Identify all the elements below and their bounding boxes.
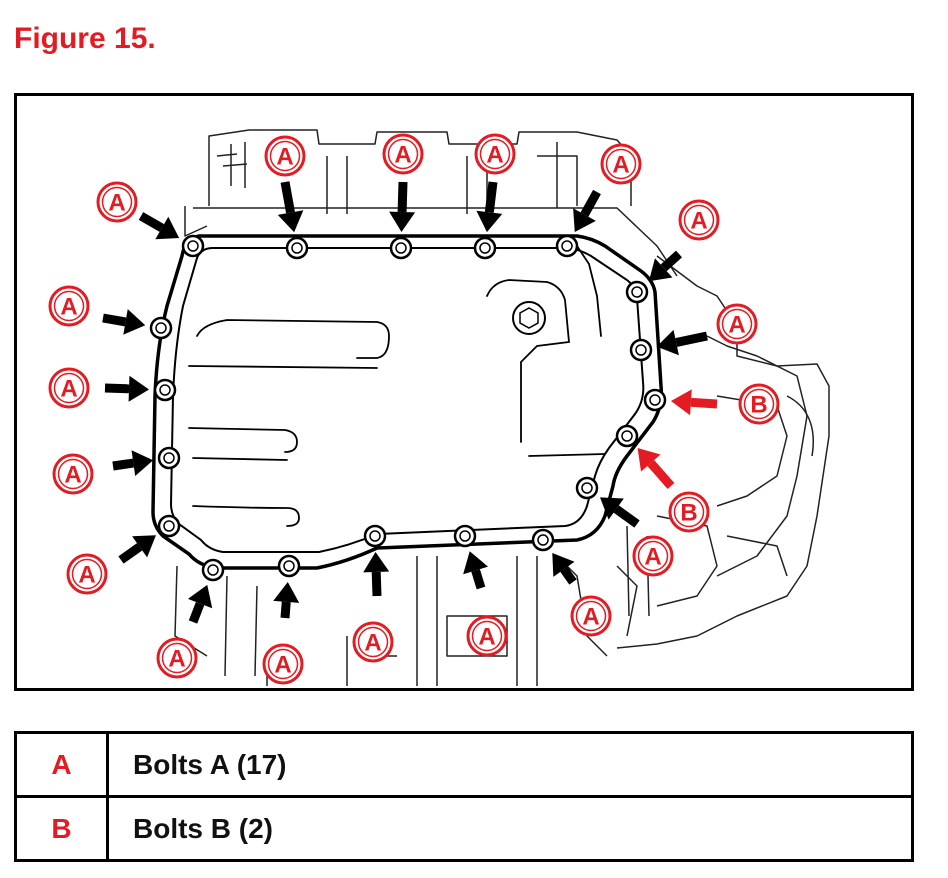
arrow-a [389, 181, 416, 233]
callout-b-label: B [750, 392, 767, 419]
callout-a: A [48, 285, 90, 327]
arrow-a [138, 212, 180, 240]
callout-a: A [632, 535, 674, 577]
callout-a: A [600, 143, 642, 185]
bolt-a [575, 476, 599, 500]
arrow-a [573, 189, 601, 233]
callout-a: A [716, 303, 758, 345]
callout-a: A [382, 133, 424, 175]
bolt-a [363, 524, 387, 548]
pan-gasket-outline [151, 234, 664, 570]
bolt-a [149, 316, 173, 340]
bolt-a [277, 554, 301, 578]
callout-a: A [570, 595, 612, 637]
transmission-housing-outline [174, 129, 830, 686]
legend-letter-b: B [17, 798, 109, 859]
legend-label-b: Bolts B (2) [133, 812, 273, 844]
bolt-b [643, 388, 667, 412]
callout-a-label: A [60, 376, 77, 403]
callout-a-label: A [478, 624, 495, 651]
callout-a: A [66, 553, 108, 595]
pan-rim [169, 247, 645, 553]
callout-a: A [48, 367, 90, 409]
callout-a: A [96, 181, 138, 223]
arrow-a [363, 551, 390, 597]
arrow-a [118, 535, 156, 564]
bolt-a [555, 234, 579, 258]
bolt-a [453, 524, 477, 548]
bolt-a [201, 558, 225, 582]
legend-letter-a: A [17, 734, 109, 795]
callout-a-label: A [728, 312, 745, 339]
bolt-a [157, 514, 181, 538]
arrow-a [273, 581, 300, 619]
bolt-legend-table: A Bolts A (17) B Bolts B (2) [14, 731, 914, 862]
callout-a-label: A [64, 462, 81, 489]
callout-a: A [474, 133, 516, 175]
callout-a: A [262, 643, 304, 685]
bolt-a [285, 236, 309, 260]
arrow-a [112, 450, 154, 476]
callout-a-label: A [612, 152, 629, 179]
callout-a-label: A [168, 646, 185, 673]
legend-row-b: B Bolts B (2) [17, 798, 911, 859]
arrow-a [102, 309, 146, 335]
bolt-a [629, 338, 653, 362]
callout-a-label: A [394, 142, 411, 169]
callout-a-label: A [274, 652, 291, 679]
callout-a: A [52, 453, 94, 495]
bolt-a [157, 446, 181, 470]
callout-b: B [738, 383, 780, 425]
callout-a: A [466, 615, 508, 657]
callout-a: A [678, 199, 720, 241]
callout-b-label: B [680, 500, 697, 527]
legend-row-a: A Bolts A (17) [17, 734, 911, 798]
oil-pan [151, 234, 664, 570]
callout-b: B [668, 491, 710, 533]
arrow-b [670, 389, 718, 416]
arrow-a [104, 375, 150, 402]
bolt-b [615, 424, 639, 448]
callout-a-label: A [108, 190, 125, 217]
callout-a-label: A [276, 144, 293, 171]
callout-a-label: A [582, 604, 599, 631]
callout-a: A [264, 135, 306, 177]
callout-a-label: A [690, 208, 707, 235]
bolt-a [531, 528, 555, 552]
callout-a-label: A [486, 142, 503, 169]
arrow-a [463, 551, 489, 590]
figure-title: Figure 15. [14, 22, 156, 55]
callout-a: A [352, 621, 394, 663]
legend-label-a: Bolts A (17) [133, 748, 287, 780]
arrow-a [187, 584, 213, 624]
bolt-a [181, 234, 205, 258]
arrow-b [637, 448, 675, 489]
callout-a-label: A [644, 544, 661, 571]
bolt-a [389, 236, 413, 260]
callout-a-label: A [78, 562, 95, 589]
arrow-a [476, 181, 503, 233]
callout-a-label: A [60, 294, 77, 321]
bolt-a [473, 236, 497, 260]
arrow-a [656, 329, 708, 356]
arrow-a [277, 181, 304, 233]
bolt-a [153, 378, 177, 402]
arrow-a [599, 497, 640, 528]
bolt-a [625, 280, 649, 304]
callout-a: A [156, 637, 198, 679]
arrow-a [648, 250, 683, 282]
arrow-a [552, 553, 577, 585]
callout-a-label: A [364, 630, 381, 657]
